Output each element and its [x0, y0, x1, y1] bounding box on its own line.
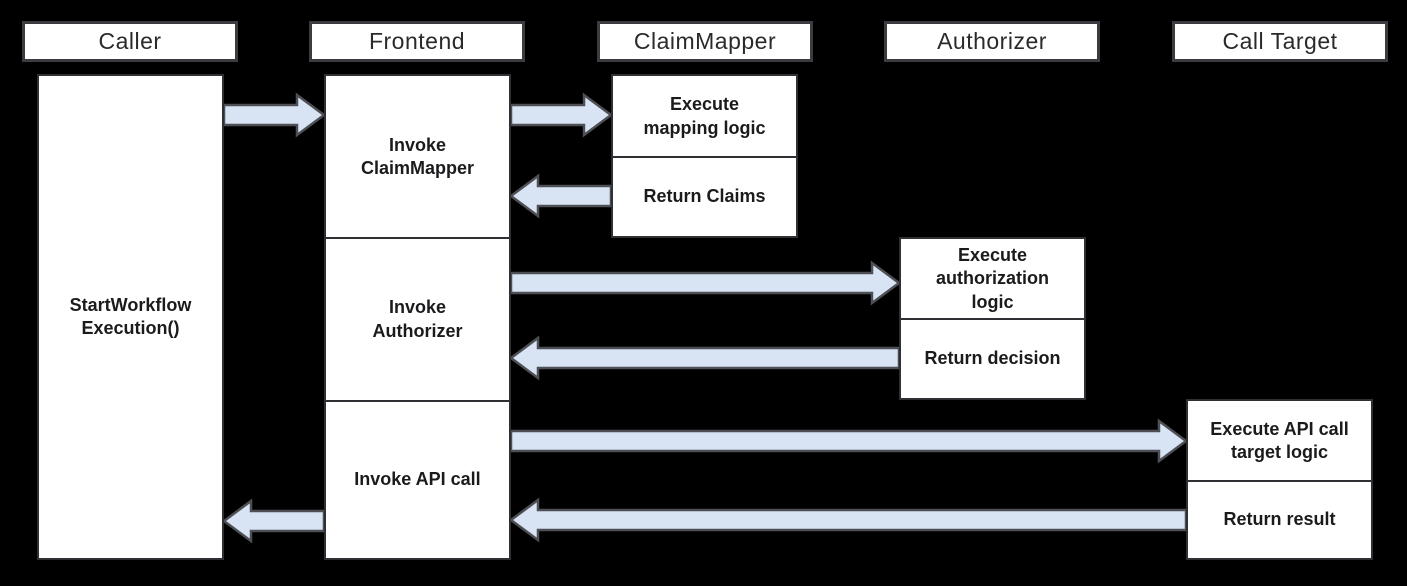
arrow-claimmapper-to-frontend	[508, 173, 613, 219]
arrow-frontend-to-claimmapper	[509, 92, 614, 138]
arrow-caller-to-frontend	[222, 92, 327, 138]
actor-header-caller: Caller	[22, 21, 238, 62]
divider	[901, 318, 1084, 320]
activation-frontend: Invoke ClaimMapper Invoke Authorizer Inv…	[324, 74, 511, 560]
step-invoke-claimmapper: Invoke ClaimMapper	[360, 134, 475, 178]
arrow-frontend-to-calltarget	[509, 418, 1189, 464]
step-execute-authorization-logic: Execute authorization logic	[936, 245, 1049, 312]
arrow-frontend-to-caller	[221, 498, 326, 544]
step-return-result: Return result	[1223, 508, 1336, 529]
arrow-calltarget-to-frontend	[508, 497, 1188, 543]
divider	[326, 400, 509, 402]
step-return-claims: Return Claims	[643, 185, 766, 206]
divider	[1188, 480, 1371, 482]
activation-authorizer: Execute authorization logic Return decis…	[899, 237, 1086, 400]
actor-header-calltarget: Call Target	[1172, 21, 1388, 62]
arrow-frontend-to-authorizer	[509, 260, 902, 306]
arrow-authorizer-to-frontend	[508, 335, 901, 381]
step-invoke-api-call: Invoke API call	[354, 468, 481, 489]
activation-caller: StartWorkflow Execution()	[37, 74, 224, 560]
divider	[613, 156, 796, 158]
actor-header-authorizer: Authorizer	[884, 21, 1100, 62]
activation-calltarget: Execute API call target logic Return res…	[1186, 399, 1373, 560]
step-execute-mapping-logic: Execute mapping logic	[643, 94, 766, 138]
step-return-decision: Return decision	[924, 347, 1061, 368]
divider	[326, 237, 509, 239]
step-startworkflowexecution: StartWorkflow Execution()	[69, 294, 192, 338]
step-invoke-authorizer: Invoke Authorizer	[372, 297, 463, 341]
step-execute-api-call-target-logic: Execute API call target logic	[1210, 418, 1349, 462]
activation-claimmapper: Execute mapping logic Return Claims	[611, 74, 798, 238]
actor-header-frontend: Frontend	[309, 21, 525, 62]
actor-header-claimmapper: ClaimMapper	[597, 21, 813, 62]
